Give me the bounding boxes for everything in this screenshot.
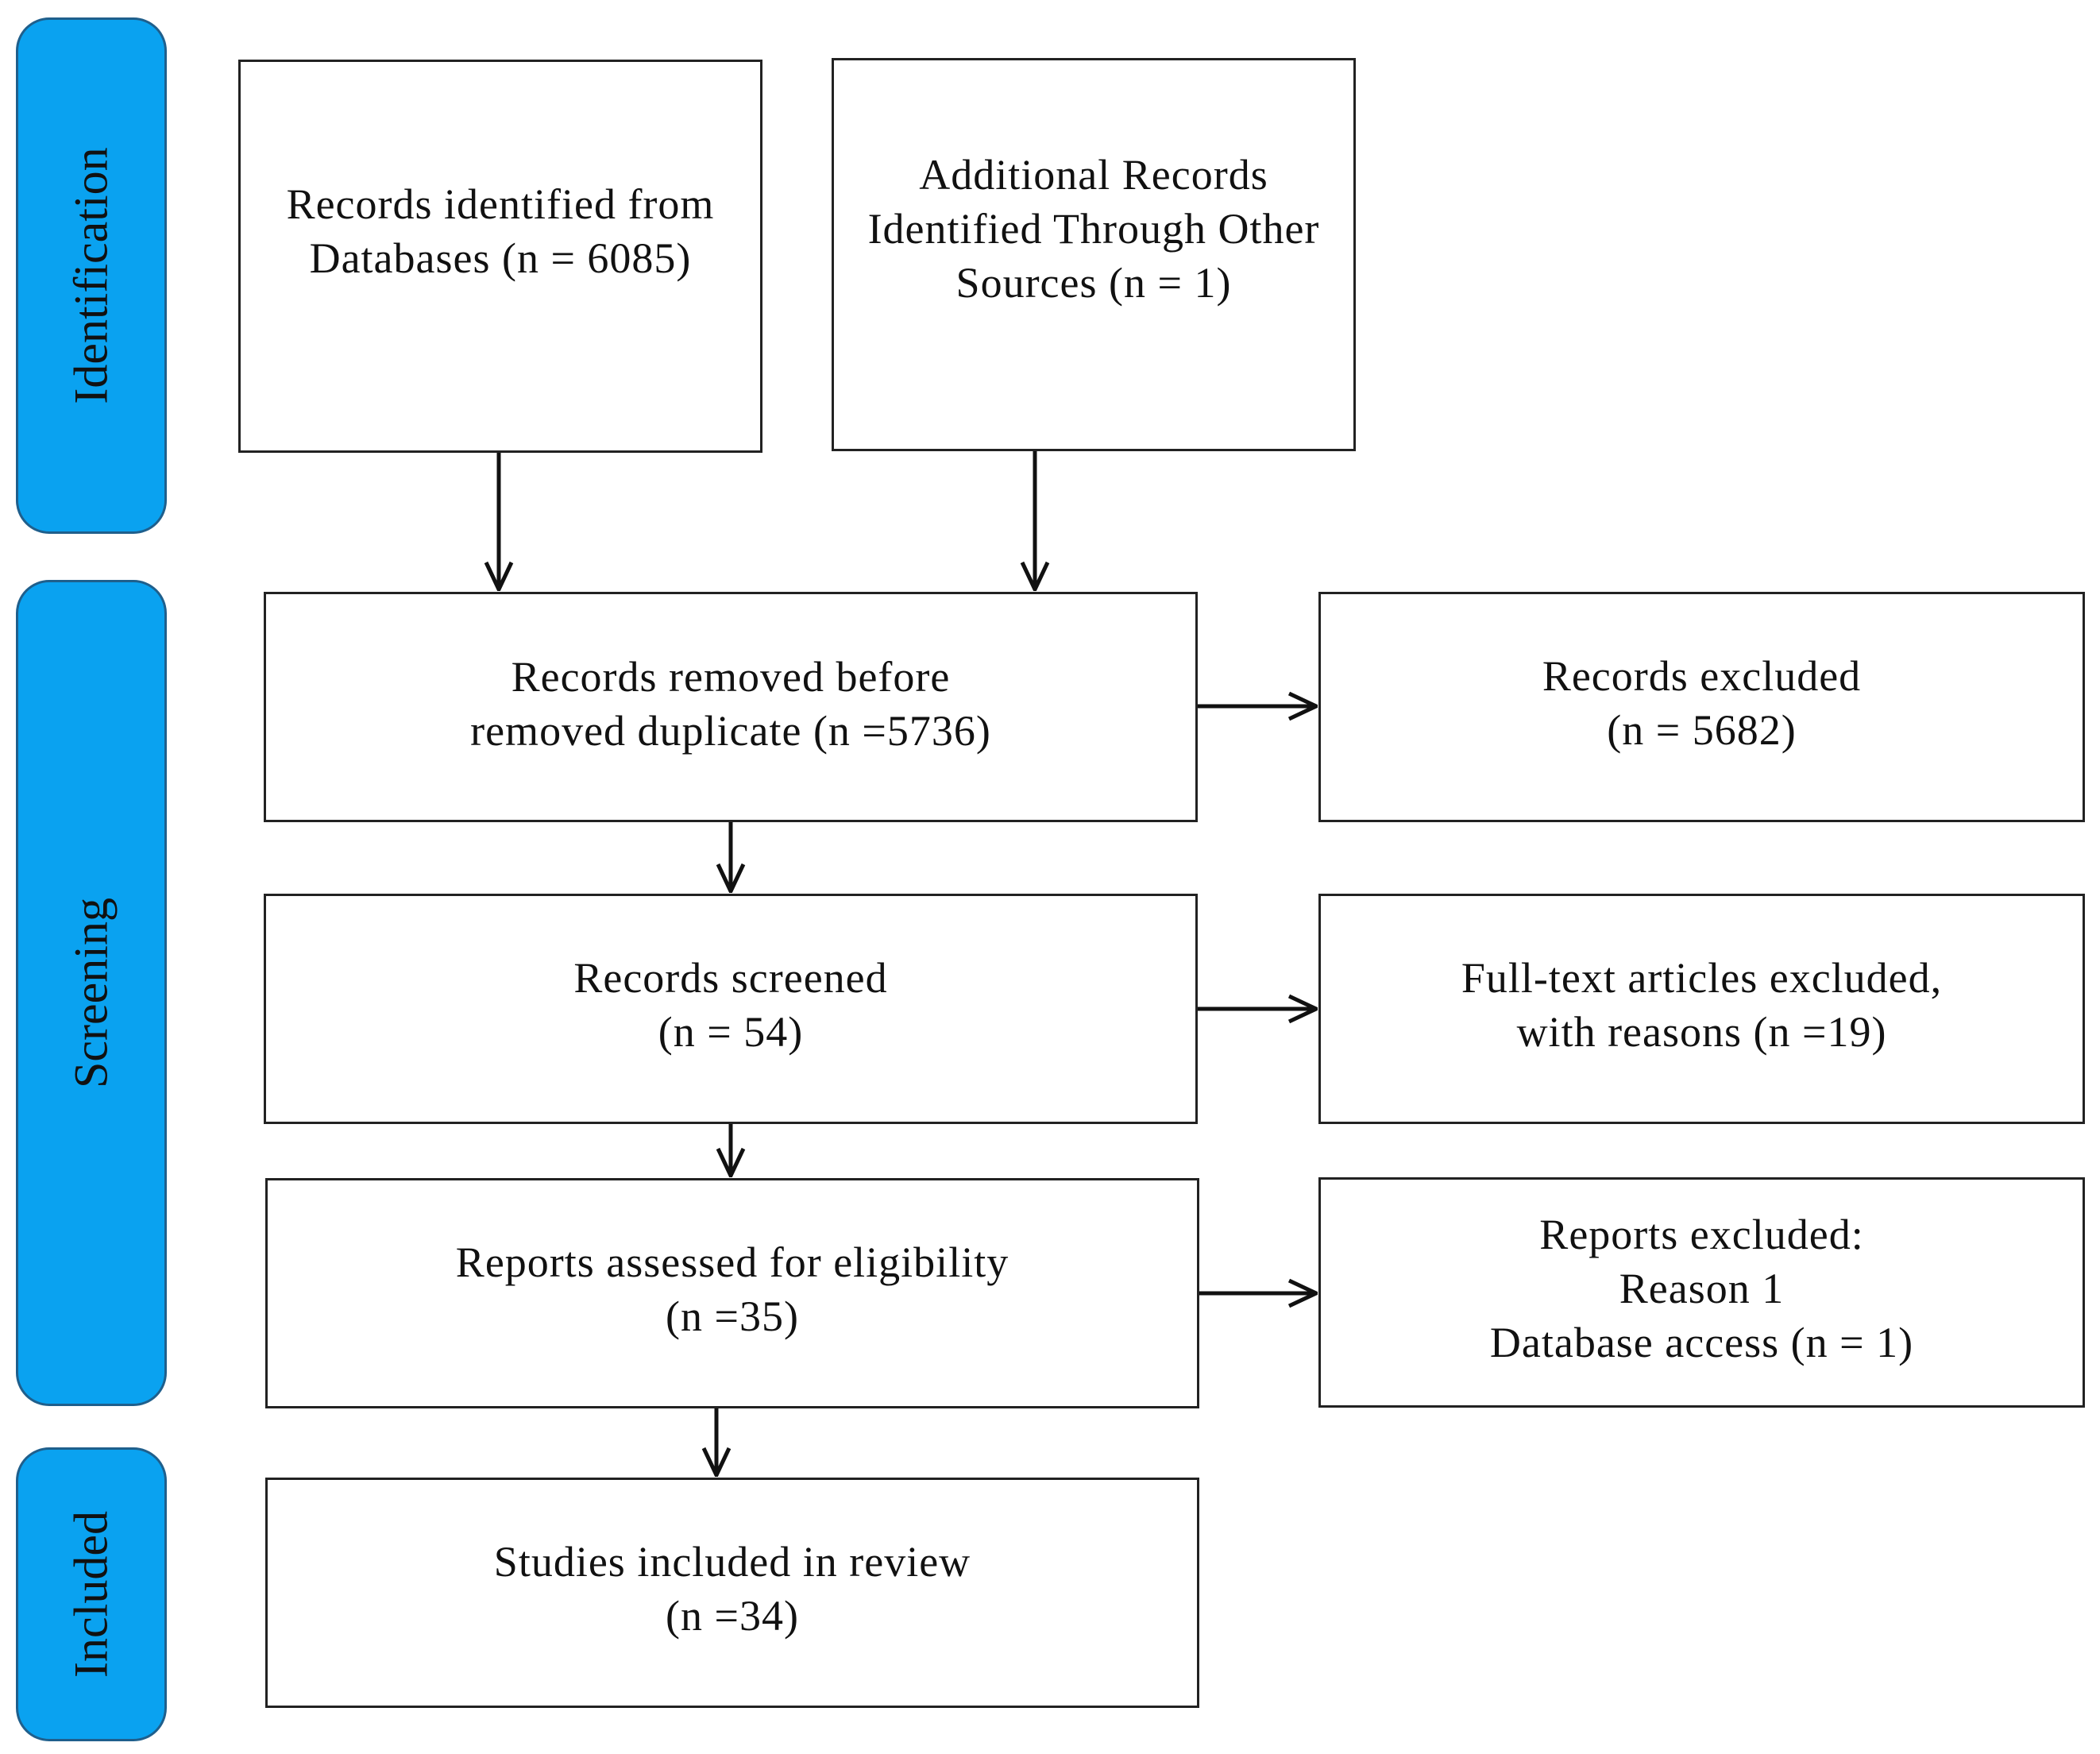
box-text-line: Additional Records [919,151,1268,199]
box-text-line: Database access (n = 1) [1489,1319,1914,1366]
box-text-line: Full-text articles excluded, [1461,954,1943,1002]
box-text-line: Records removed before [511,653,951,701]
box-records-databases: Records identified from Databases (n = 6… [238,60,762,453]
box-text-line: Records screened [573,954,888,1002]
box-reports-eligibility: Reports assessed for eligibility (n =35) [265,1178,1199,1408]
phase-included: Included [16,1447,167,1741]
box-text-line: with reasons (n =19) [1516,1008,1887,1056]
box-records-other-sources: Additional Records Identified Through Ot… [832,58,1356,451]
box-reports-excluded: Reports excluded: Reason 1 Database acce… [1318,1177,2085,1408]
box-records-excluded: Records excluded (n = 5682) [1318,592,2085,822]
box-records-screened: Records screened (n = 54) [264,894,1198,1124]
box-text-line: removed duplicate (n =5736) [470,707,991,755]
box-text-line: (n = 5682) [1607,706,1797,754]
phase-screening: Screening [16,580,167,1406]
box-fulltext-excluded: Full-text articles excluded, with reason… [1318,894,2085,1124]
phase-identification: Identification [16,17,167,534]
box-text-line: Reports assessed for eligibility [455,1238,1009,1286]
box-text-line: Identified Through Other [867,205,1320,253]
box-text-line: Sources (n = 1) [955,259,1232,307]
box-text-line: Studies included in review [493,1538,971,1586]
box-text-line: Records identified from [286,180,715,228]
box-text-line: (n = 54) [658,1008,804,1056]
box-text-line: Records excluded [1542,652,1862,700]
box-text-line: (n =34) [666,1592,799,1640]
box-text-line: (n =35) [666,1292,799,1340]
box-text-line: Databases (n = 6085) [309,234,692,282]
box-text-line: Reason 1 [1619,1265,1785,1312]
box-studies-included: Studies included in review (n =34) [265,1478,1199,1708]
box-text-line: Reports excluded: [1539,1211,1864,1258]
box-records-removed: Records removed before removed duplicate… [264,592,1198,822]
